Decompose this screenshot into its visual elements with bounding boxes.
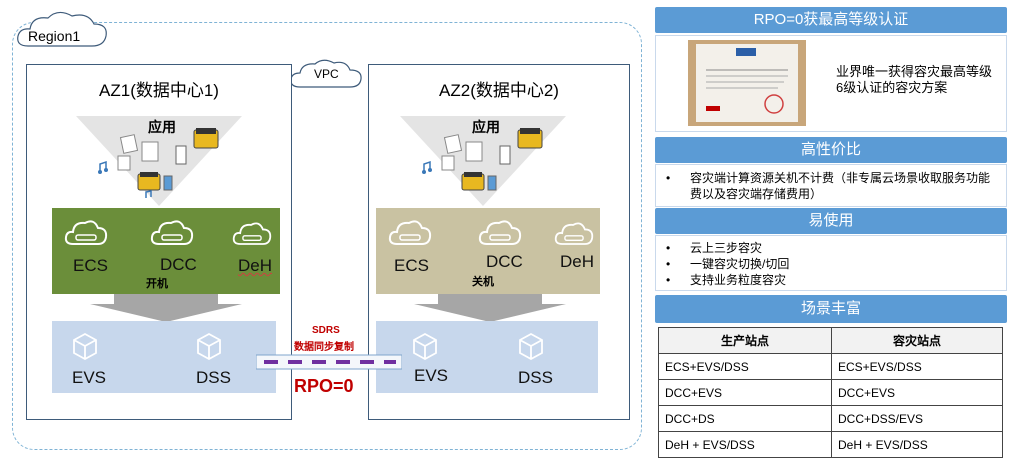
az2-ecs-label: ECS	[394, 256, 429, 275]
table-cell: DCC+EVS	[658, 379, 832, 406]
az1-ecs-label: ECS	[73, 256, 108, 275]
az1-deh-label: DeH	[238, 256, 273, 275]
deh-cloud-icon	[232, 222, 272, 245]
bullet-dot: •	[666, 171, 671, 185]
az2-deh-label: DeH	[560, 252, 595, 271]
table-cell: DCC+EVS	[831, 379, 1003, 406]
vpc-label: VPC	[314, 67, 339, 81]
az2-dcc-label: DCC	[486, 252, 523, 271]
az2-dss-label: DSS	[518, 368, 553, 387]
az2-storage-block	[376, 321, 598, 393]
az1-title: AZ1(数据中心1)	[99, 81, 219, 100]
az1-dcc-label: DCC	[160, 255, 197, 274]
az2-app-label: 应用	[472, 119, 500, 135]
column-header-production: 生产站点	[658, 327, 832, 354]
az2-compute-status: 关机	[472, 276, 494, 288]
bullet-dot: •	[666, 257, 671, 271]
evs-cube-icon	[73, 332, 97, 360]
dcc-cloud-icon	[478, 220, 522, 245]
rpo-label: RPO=0	[294, 376, 354, 396]
scenarios-header: 场景丰富	[655, 295, 1007, 323]
ease-bullet-1: 云上三步容灾	[690, 241, 763, 255]
table-row: DeH + EVS/DSS DeH + EVS/DSS	[658, 431, 1003, 458]
sdrs-label: SDRS	[312, 325, 340, 336]
az1-app-area	[76, 116, 242, 206]
bullet-dot: •	[666, 241, 671, 255]
cost-panel	[655, 164, 1007, 207]
dss-cube-icon	[197, 332, 221, 360]
ease-header: 易使用	[655, 208, 1007, 234]
ease-panel	[655, 235, 1007, 291]
cert-text: 业界唯一获得容灾最高等级6级认证的容灾方案	[836, 64, 993, 95]
region-boundary	[12, 22, 642, 450]
table-cell: ECS+EVS/DSS	[831, 353, 1003, 380]
sync-replication-label: 数据同步复制	[294, 342, 354, 353]
table-row: ECS+EVS/DSS ECS+EVS/DSS	[658, 353, 1003, 380]
replication-pipe	[256, 354, 402, 370]
az1-down-arrow	[90, 294, 242, 322]
evs-cube-icon	[413, 332, 437, 360]
ecs-cloud-icon	[64, 220, 108, 245]
ease-bullet-3: 支持业务粒度容灾	[690, 273, 787, 287]
table-row: DCC+EVS DCC+EVS	[658, 379, 1003, 406]
az2-app-area	[400, 116, 566, 206]
bullet-dot: •	[666, 273, 671, 287]
table-header-row: 生产站点 容灾站点	[658, 327, 1003, 354]
az1-compute-status: 开机	[146, 278, 168, 290]
table-cell: DCC+DSS/EVS	[831, 405, 1003, 432]
az1-dss-label: DSS	[196, 368, 231, 387]
ease-bullet-2: 一键容灾切换/切回	[690, 257, 790, 271]
ecs-cloud-icon	[388, 220, 432, 245]
table-cell: DCC+DS	[658, 405, 832, 432]
table-cell: ECS+EVS/DSS	[658, 353, 832, 380]
certificate-image	[688, 40, 806, 126]
table-cell: DeH + EVS/DSS	[658, 431, 832, 458]
dss-cube-icon	[519, 332, 543, 360]
cost-bullet-1: 容灾端计算资源关机不计费（非专属云场景收取服务功能费以及容灾端存储费用）	[690, 171, 991, 201]
az2-title: AZ2(数据中心2)	[439, 81, 559, 100]
az2-down-arrow	[414, 294, 566, 322]
dcc-cloud-icon	[150, 220, 194, 245]
region-label: Region1	[28, 28, 81, 44]
az1-evs-label: EVS	[72, 368, 107, 387]
cost-header: 高性价比	[655, 137, 1007, 163]
app-icons	[98, 128, 219, 198]
column-header-dr: 容灾站点	[831, 327, 1003, 354]
az2-evs-label: EVS	[414, 366, 449, 385]
scenarios-table: 生产站点 容灾站点 ECS+EVS/DSS ECS+EVS/DSS DCC+EV…	[658, 327, 1003, 458]
table-row: DCC+DS DCC+DSS/EVS	[658, 405, 1003, 432]
scenarios-table-wrap: 生产站点 容灾站点 ECS+EVS/DSS ECS+EVS/DSS DCC+EV…	[658, 327, 1003, 458]
az1-app-label: 应用	[148, 119, 176, 135]
deh-cloud-icon	[554, 222, 594, 245]
table-cell: DeH + EVS/DSS	[831, 431, 1003, 458]
cert-header: RPO=0获最高等级认证	[655, 7, 1007, 33]
region-cloud-icon	[17, 11, 107, 47]
